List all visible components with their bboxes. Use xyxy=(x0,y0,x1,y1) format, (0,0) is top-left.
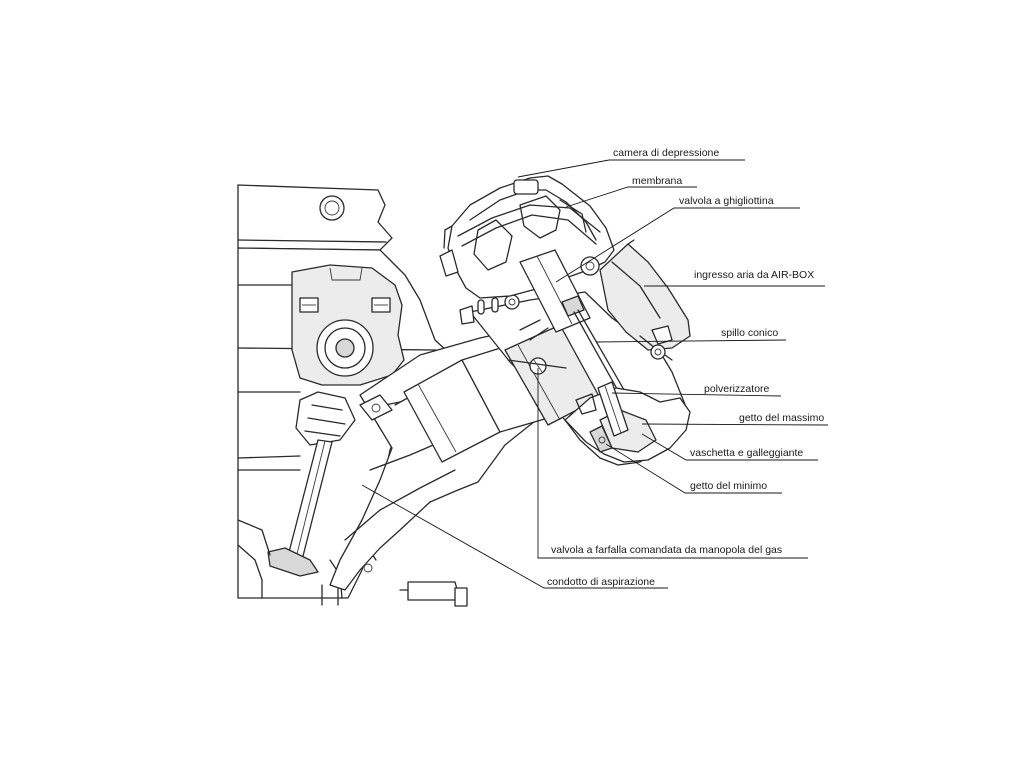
leader-lines xyxy=(361,159,829,589)
label-camera-di-depressione: camera di depressione xyxy=(613,147,719,159)
label-membrana: membrana xyxy=(632,175,682,187)
label-polverizzatore: polverizzatore xyxy=(704,383,770,395)
label-condotto-di-aspirazione: condotto di aspirazione xyxy=(547,576,655,588)
label-vaschetta-e-galleggiante: vaschetta e galleggiante xyxy=(690,447,803,459)
diagram-labels: camera di depressione membrana valvola a… xyxy=(547,147,824,588)
engine-cylinder-head xyxy=(237,184,468,607)
label-getto-del-massimo: getto del massimo xyxy=(739,412,824,424)
label-ingresso-aria: ingresso aria da AIR-BOX xyxy=(694,269,814,281)
label-getto-del-minimo: getto del minimo xyxy=(690,480,767,492)
label-valvola-a-ghigliottina: valvola a ghigliottina xyxy=(679,195,774,207)
label-valvola-a-farfalla: valvola a farfalla comandata da manopola… xyxy=(551,544,782,556)
intake-manifold xyxy=(329,324,583,591)
label-spillo-conico: spillo conico xyxy=(721,327,778,339)
